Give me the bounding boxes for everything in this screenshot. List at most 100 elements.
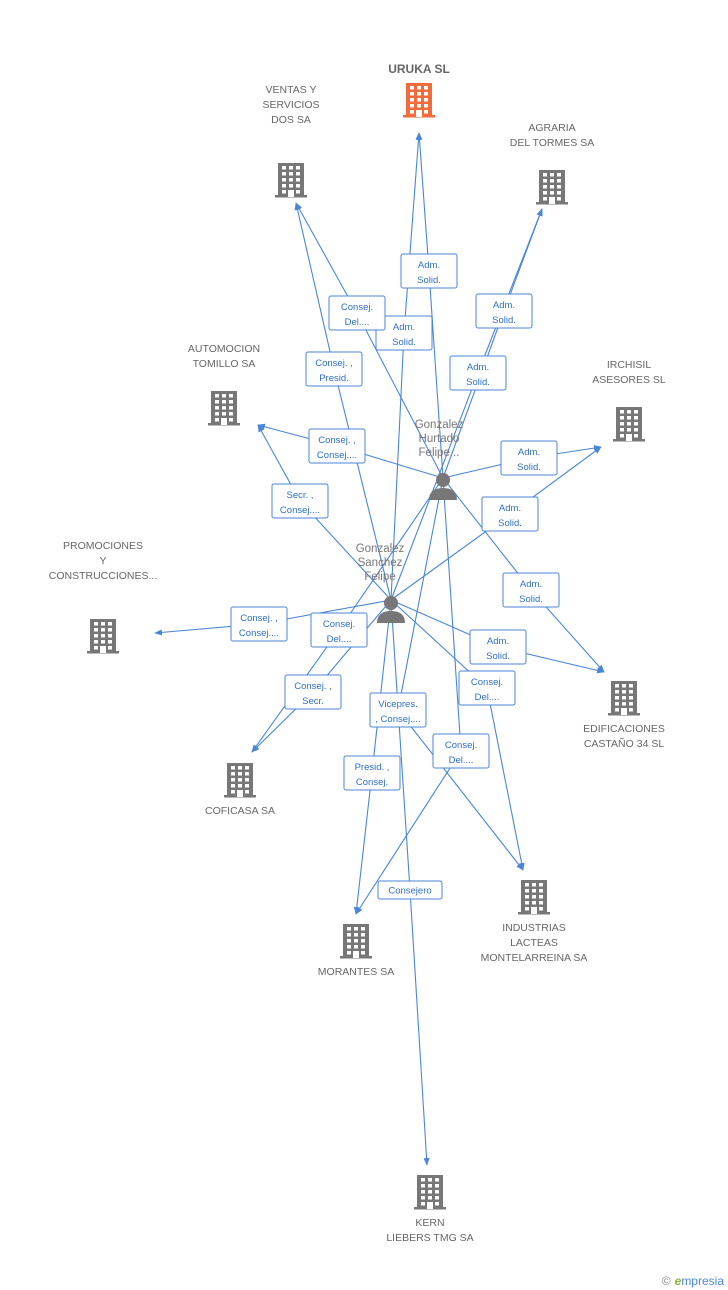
edge-role-line: Adm. (487, 636, 509, 647)
person-icon (377, 596, 405, 623)
building-icon (613, 407, 645, 442)
edge-role-text: Adm. Solid. (498, 503, 522, 529)
edge-role-text: Secr. ,Consej.... (280, 490, 320, 516)
edge-role-label[interactable]: Consej. , Secr. (284, 674, 342, 710)
edge-role-line: Consej. , (294, 681, 332, 692)
person-label-sanchez-line: Sanchez (358, 557, 403, 569)
edge-role-label[interactable]: Adm.Solid. (449, 355, 507, 391)
edge-role-line: Vicepres. (378, 699, 417, 710)
edge-role-label[interactable]: Adm.Solid. (500, 440, 558, 476)
edge-role-label[interactable]: Consej.Del.... (328, 295, 386, 331)
person-label-sanchez-line: Felipe (364, 571, 395, 583)
person-label-hurtado-line: Felipe... (419, 447, 460, 459)
company-label-industrias-line: INDUSTRIAS (502, 922, 566, 934)
edge-role-line: Solid. (492, 315, 516, 326)
company-label-ventas-line: DOS SA (271, 114, 311, 126)
company-label-ventas-line: SERVICIOS (263, 99, 320, 111)
edge-role-label[interactable]: Adm.Solid. (502, 572, 560, 608)
edge-role-text: Adm.Solid. (466, 362, 490, 388)
edge-role-label[interactable]: Consejero (377, 880, 443, 900)
edge-role-text: Consej.Del.... (341, 302, 373, 328)
edge-role-text: Adm. Solid. (492, 300, 516, 326)
edge-role-text: Adm.Solid. (486, 636, 510, 662)
company-label-edificaciones-line: CASTAÑO 34 SL (584, 737, 664, 750)
company-label-promociones-line: Y (99, 555, 106, 567)
edge-role-label[interactable]: Consej. ,Consej.... (230, 606, 288, 642)
edge-labels-layer: Adm. Solid. Adm. Solid. Consej. Del.... Consej… (230, 253, 560, 900)
edge-role-label[interactable]: Consej. Del.... (458, 670, 516, 706)
company-label-coficasa: COFICASA SA (205, 805, 275, 817)
edge-role-line: Consej. (445, 740, 477, 751)
edge-role-label[interactable]: Adm.Solid. (469, 629, 527, 665)
edge-role-line: Solid. (417, 275, 441, 286)
company-label-morantes: MORANTES SA (318, 966, 394, 978)
person-icon (429, 473, 457, 500)
person-label-hurtado-line: Hurtado (419, 433, 460, 445)
edge-role-label[interactable]: Consej. ,Consej.... (308, 428, 366, 464)
edge-role-label[interactable]: Adm. Solid. (475, 293, 533, 329)
edge-role-line: Solid. (519, 594, 543, 605)
edge-role-label[interactable]: Vicepres. , Consej.... (369, 692, 427, 728)
edge-role-text: Consej. Del.... (323, 619, 355, 645)
edge-role-line: Consej. (471, 677, 503, 688)
company-label-edificaciones: EDIFICACIONES CASTAÑO 34 SL (583, 723, 665, 750)
company-label-promociones-line: PROMOCIONES (63, 540, 143, 552)
company-label-uruka-line: URUKA SL (388, 62, 450, 76)
edge-role-label[interactable]: Presid. , Consej. (343, 755, 401, 791)
edge-role-label[interactable]: Consej. Del.... (310, 612, 368, 648)
edge-role-line: Del.... (475, 692, 500, 703)
edge-role-line: Solid. (392, 337, 416, 348)
edge-role-label[interactable]: Consej. ,Presid. (305, 351, 363, 387)
edge-role-line: Consej. (356, 777, 388, 788)
edge-role-line: Adm. (499, 503, 521, 514)
edge-role-line: Presid. , (355, 762, 390, 773)
copyright-symbol: © (661, 1274, 671, 1288)
edge-role-line: Consejero (388, 886, 431, 897)
edge-role-text: Adm.Solid. (392, 322, 416, 348)
company-label-edificaciones-line: EDIFICACIONES (583, 723, 665, 735)
edge-role-text: Consej. ,Consej.... (239, 613, 279, 639)
edge-role-line: Del.... (327, 634, 352, 645)
building-icon (275, 163, 307, 198)
edge-role-line: Consej.... (317, 450, 357, 461)
edge-role-text: Consej. ,Presid. (315, 358, 353, 384)
company-label-irchisil-line: ASESORES SL (592, 374, 666, 386)
edge-sanchez-uruka (390, 132, 422, 601)
edge-role-line: Consej. (341, 302, 373, 313)
company-label-morantes-line: MORANTES SA (318, 966, 394, 978)
edge-role-line: Adm. (467, 362, 489, 373)
company-label-industrias-line: MONTELARREINA SA (481, 952, 588, 964)
edge-role-line: Solid. (498, 518, 522, 529)
edge-role-text: Consejero (388, 886, 431, 897)
company-label-promociones-line: CONSTRUCCIONES... (49, 570, 158, 582)
edge-role-text: Adm.Solid. (517, 447, 541, 473)
edge-role-label[interactable]: Secr. ,Consej.... (271, 483, 329, 519)
edge-role-line: Consej. , (315, 358, 353, 369)
edge-role-line: Del.... (449, 755, 474, 766)
company-label-promociones: PROMOCIONES Y CONSTRUCCIONES... (49, 540, 158, 582)
edge-role-label[interactable]: Consej. Del.... (432, 733, 490, 769)
person-label-sanchez-line: Gonzalez (356, 543, 405, 555)
edge-role-line: Adm. (493, 300, 515, 311)
edge-role-line: Consej. (323, 619, 355, 630)
building-icon (403, 83, 435, 118)
edge-role-label[interactable]: Adm.Solid. (375, 315, 433, 351)
edge-role-line: , Consej.... (375, 714, 420, 725)
edge-role-label[interactable]: Adm. Solid. (481, 496, 539, 532)
brand-logo-text: mpresia (681, 1274, 724, 1288)
edge-role-text: Consej. Del.... (471, 677, 503, 703)
edge-role-line: Secr. (302, 696, 324, 707)
edge-role-label[interactable]: Adm.Solid. (400, 253, 458, 289)
building-icon (224, 763, 256, 798)
company-label-automocion-line: TOMILLO SA (193, 358, 256, 370)
brand-footer[interactable]: ©empresia (662, 1274, 724, 1288)
edge-role-line: Secr. , (287, 490, 314, 501)
edge-role-line: Consej. , (240, 613, 278, 624)
